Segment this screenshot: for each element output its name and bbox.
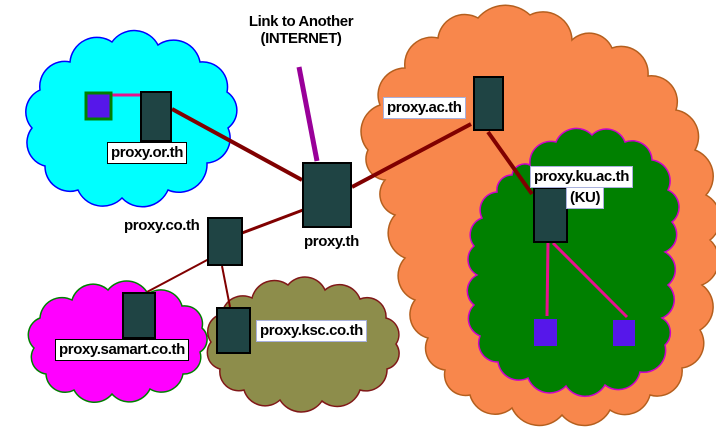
link-co-th-to-samart: [146, 258, 210, 293]
label-proxy-th: proxy.th: [304, 233, 359, 250]
lan-ku-client2-link: [551, 241, 629, 319]
link-or-th-to-proxy-th: [171, 107, 303, 182]
link-ac-th-to-ku: [486, 130, 534, 196]
internet-link-line2: (INTERNET): [260, 30, 342, 47]
proxy-or-th-server: [140, 91, 172, 142]
label-internet-link: Link to Another (INTERNET): [240, 13, 362, 47]
lan-ku-client1-link: [545, 241, 550, 317]
label-proxy-co-th: proxy.co.th: [124, 217, 200, 234]
link-internet-uplink: [296, 66, 320, 162]
proxy-th-server: [302, 162, 352, 228]
cloud-or-th-network: [25, 29, 238, 208]
cloud-ksc-network: [206, 276, 400, 413]
proxy-ac-th-server: [473, 76, 504, 131]
or-th-client-workstation: [84, 91, 113, 121]
label-ku-sublabel: (KU): [566, 187, 605, 209]
label-proxy-ku-ac-th: proxy.ku.ac.th: [530, 166, 633, 188]
label-proxy-ac-th: proxy.ac.th: [383, 97, 466, 119]
proxy-samart-server: [122, 292, 156, 339]
label-proxy-samart-co-th: proxy.samart.co.th: [55, 339, 189, 361]
proxy-co-th-server: [207, 217, 243, 266]
ku-client-workstation-2: [613, 320, 635, 346]
link-proxy-th-to-ac-th: [351, 122, 472, 189]
proxy-ku-server: [533, 187, 568, 243]
proxy-ksc-server: [216, 307, 251, 354]
label-proxy-or-th: proxy.or.th: [107, 142, 187, 164]
link-proxy-th-to-co-th: [241, 208, 304, 235]
internet-link-line1: Link to Another: [248, 13, 354, 30]
link-co-th-to-ksc: [221, 265, 231, 308]
ku-client-workstation-1: [534, 319, 557, 346]
label-proxy-ksc-co-th: proxy.ksc.co.th: [256, 320, 367, 342]
